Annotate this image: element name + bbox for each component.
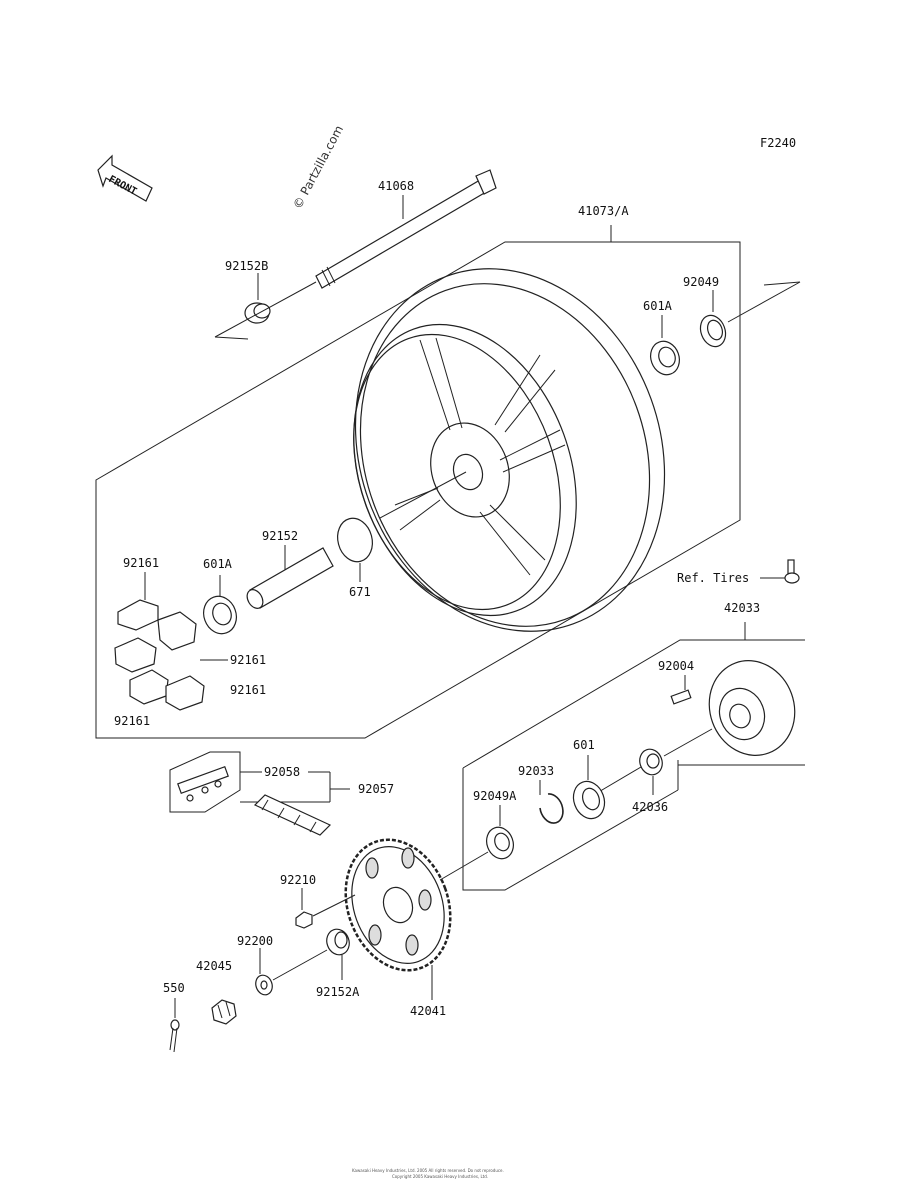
label-92161-b: 92161 — [230, 653, 266, 667]
ref-tires-label: Ref. Tires — [677, 571, 749, 585]
label-42045: 42045 — [196, 959, 232, 973]
seal-92049[interactable] — [696, 312, 729, 350]
label-92152a: 92152A — [316, 985, 360, 999]
chain-link-bracket — [169, 751, 241, 813]
hub-bracket-top — [462, 639, 805, 769]
axle-41068[interactable] — [315, 169, 497, 289]
drive-chain-92057[interactable] — [253, 794, 332, 836]
bearing-601a-top[interactable] — [646, 337, 684, 379]
collar-92152a[interactable] — [323, 926, 353, 958]
spacer-92152[interactable] — [244, 547, 334, 611]
damper-92161-group[interactable] — [114, 599, 205, 711]
label-601: 601 — [573, 738, 595, 752]
label-550: 550 — [163, 981, 185, 995]
label-92200: 92200 — [237, 934, 273, 948]
label-92161-c: 92161 — [230, 683, 266, 697]
label-92049: 92049 — [683, 275, 719, 289]
footer-copyright-2: Copyright 2005 Kawasaki Heavy Industries… — [392, 1174, 488, 1179]
bearing-601a-left[interactable] — [198, 592, 241, 639]
label-42036: 42036 — [632, 800, 668, 814]
axle-centerline — [214, 281, 317, 338]
label-601a-left: 601A — [203, 557, 233, 571]
label-92161-d: 92161 — [114, 714, 150, 728]
label-42041: 42041 — [410, 1004, 446, 1018]
o-ring-671[interactable] — [333, 514, 377, 565]
master-link-92058[interactable] — [177, 765, 229, 802]
wheel-assembly-bracket — [95, 241, 741, 739]
label-41073a: 41073/A — [578, 204, 629, 218]
label-92058: 92058 — [264, 765, 300, 779]
nut-92210[interactable] — [295, 911, 313, 929]
sprocket-42041[interactable] — [328, 825, 468, 985]
collar-42036[interactable] — [636, 746, 666, 778]
watermark: © Partzilla.com — [290, 123, 346, 211]
valve-stem-icon — [784, 559, 800, 584]
label-92210: 92210 — [280, 873, 316, 887]
label-92152b: 92152B — [225, 259, 268, 273]
label-42033: 42033 — [724, 601, 760, 615]
hub-bracket-bottom — [462, 768, 679, 891]
castle-nut-42045[interactable] — [211, 999, 237, 1025]
stud-92004[interactable] — [670, 689, 692, 705]
label-92152: 92152 — [262, 529, 298, 543]
label-92161-a: 92161 — [123, 556, 159, 570]
label-601a-top: 601A — [643, 299, 673, 313]
seal-92049a[interactable] — [482, 824, 517, 863]
front-arrow-icon: FRONT — [97, 154, 153, 202]
bearing-601[interactable] — [568, 777, 609, 823]
footer-copyright-1: Kawasaki Heavy Industries, Ltd. 2005 All… — [352, 1168, 504, 1173]
coupling-42033[interactable] — [696, 649, 808, 768]
circlip-92033[interactable] — [539, 793, 564, 824]
label-92049a: 92049A — [473, 789, 517, 803]
label-92033: 92033 — [518, 764, 554, 778]
label-92004: 92004 — [658, 659, 694, 673]
label-41068: 41068 — [378, 179, 414, 193]
label-92057: 92057 — [358, 782, 394, 796]
rear-wheel[interactable] — [306, 225, 714, 675]
washer-92200[interactable] — [253, 973, 275, 997]
figure-code: F2240 — [760, 136, 796, 150]
cotter-pin-550[interactable] — [169, 1019, 180, 1053]
collar-92152b[interactable] — [244, 302, 271, 324]
label-671: 671 — [349, 585, 371, 599]
